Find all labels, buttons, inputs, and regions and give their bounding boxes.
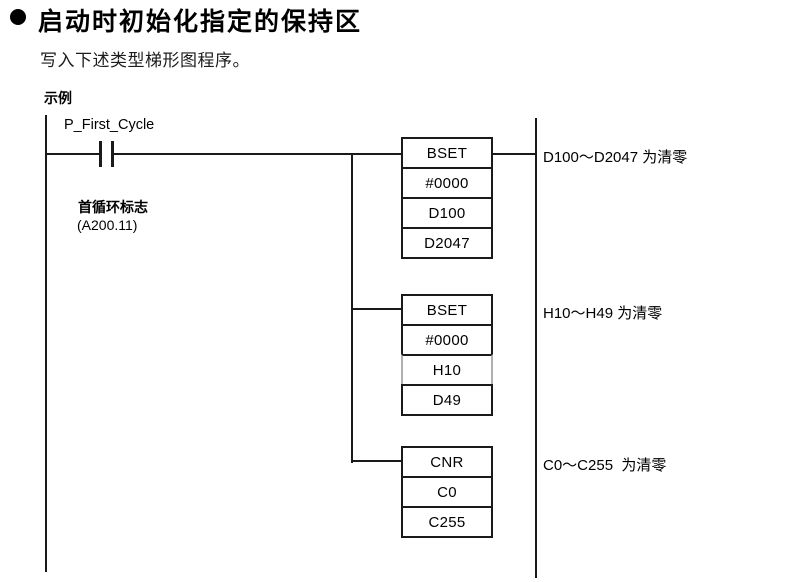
rung-line-left <box>45 153 100 155</box>
rung-line-right <box>113 153 402 155</box>
operand-cell: D2047 <box>401 227 493 259</box>
branch-stub-rung-3 <box>351 460 402 462</box>
bullet-icon <box>10 9 26 25</box>
subtitle-text: 写入下述类型梯形图程序。 <box>40 51 250 70</box>
instruction-cell: BSET <box>401 294 493 326</box>
example-label: 示例 <box>44 90 72 106</box>
operand-cell: H10 <box>401 354 493 386</box>
operand-cell: #0000 <box>401 167 493 199</box>
contact-name: 首循环标志 <box>78 199 148 215</box>
instruction-block-bset-d: BSET #0000 D100 D2047 <box>401 137 493 259</box>
contact-bar-left-icon <box>99 141 102 167</box>
right-bus-bar <box>535 118 537 578</box>
operand-cell: C255 <box>401 506 493 538</box>
left-bus-bar <box>45 115 47 572</box>
page-title: 启动时初始化指定的保持区 <box>38 8 363 36</box>
block1-output-line <box>492 153 536 155</box>
branch-stub-rung-2 <box>351 308 402 310</box>
instruction-block-bset-h: BSET #0000 H10 D49 <box>401 294 493 416</box>
rung-comment: C0～C255 为清零 <box>543 457 667 474</box>
operand-cell: D100 <box>401 197 493 229</box>
operand-cell: D49 <box>401 384 493 416</box>
rung-comment: D100～D2047 为清零 <box>543 149 688 166</box>
instruction-cell: CNR <box>401 446 493 478</box>
operand-cell: #0000 <box>401 324 493 356</box>
instruction-block-cnr: CNR C0 C255 <box>401 446 493 538</box>
rung-comment: H10～H49 为清零 <box>543 305 663 322</box>
contact-label: P_First_Cycle <box>64 117 155 133</box>
contact-bar-right-icon <box>111 141 114 167</box>
operand-cell: C0 <box>401 476 493 508</box>
contact-address: (A200.11) <box>77 217 138 233</box>
instruction-cell: BSET <box>401 137 493 169</box>
